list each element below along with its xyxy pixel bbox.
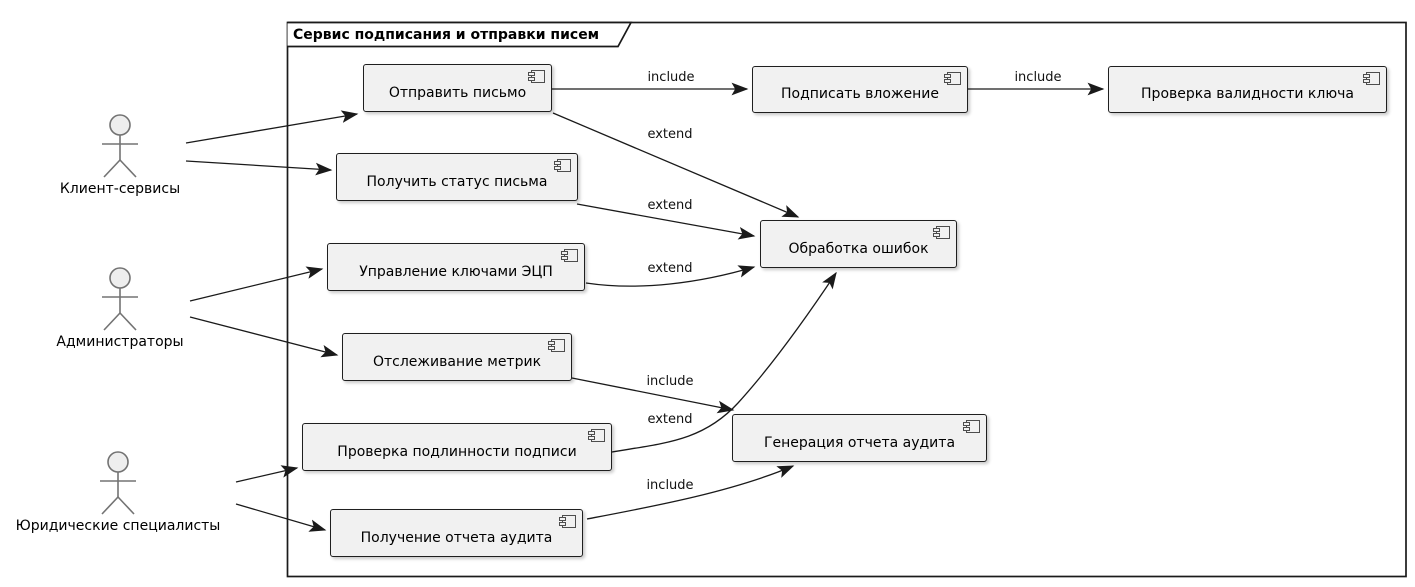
- edge-label-include-2: include: [1014, 70, 1062, 85]
- usecase-get-audit-report: Получение отчета аудита: [330, 509, 583, 557]
- actor-label-administrators: Администраторы: [56, 334, 184, 350]
- usecase-get-letter-status: Получить статус письма: [336, 153, 578, 201]
- actor-administrators-figure: [102, 267, 138, 331]
- usecase-key-management: Управление ключами ЭЦП: [327, 243, 585, 291]
- component-icon: [528, 70, 545, 83]
- edge-label-include-4: include: [646, 478, 694, 493]
- usecase-label: Управление ключами ЭЦП: [359, 263, 553, 280]
- usecase-error-handling: Обработка ошибок: [760, 220, 957, 268]
- component-icon: [554, 159, 571, 172]
- edge-label-extend-2: extend: [647, 198, 693, 213]
- actor-client-services-figure: [102, 114, 138, 178]
- usecase-send-letter: Отправить письмо: [363, 64, 552, 112]
- usecase-label: Обработка ошибок: [788, 240, 929, 257]
- usecase-label: Получение отчета аудита: [360, 529, 553, 546]
- actor-association-arrows: [185, 110, 359, 532]
- usecase-label: Отслеживание метрик: [372, 353, 542, 370]
- component-icon: [561, 249, 578, 262]
- usecase-label: Генерация отчета аудита: [763, 434, 956, 451]
- dependency-arrows: [552, 82, 1105, 520]
- actor-label-client-services: Клиент-сервисы: [59, 181, 181, 197]
- edge-label-extend-1: extend: [647, 127, 693, 142]
- usecase-label: Отправить письмо: [388, 84, 527, 101]
- usecase-key-validity-check: Проверка валидности ключа: [1108, 66, 1387, 113]
- component-icon: [933, 226, 950, 239]
- usecase-signature-authenticity-check: Проверка подлинности подписи: [302, 423, 612, 471]
- usecase-metrics-tracking: Отслеживание метрик: [342, 333, 572, 381]
- component-icon: [963, 420, 980, 433]
- component-icon: [944, 72, 961, 85]
- component-icon: [1363, 72, 1380, 85]
- component-icon: [548, 339, 565, 352]
- edge-label-extend-3: extend: [647, 261, 693, 276]
- edge-label-include-3: include: [646, 374, 694, 389]
- usecase-sign-attachment: Подписать вложение: [752, 66, 968, 113]
- system-boundary-frame: [286, 21, 1407, 578]
- actor-label-legal-specialists: Юридические специалисты: [15, 518, 221, 534]
- edge-label-extend-4: extend: [647, 412, 693, 427]
- usecase-label: Проверка подлинности подписи: [337, 443, 577, 460]
- actor-legal-specialists-figure: [100, 451, 136, 515]
- usecase-generate-audit-report: Генерация отчета аудита: [732, 414, 987, 462]
- usecase-label: Проверка валидности ключа: [1141, 86, 1354, 102]
- usecase-label: Подписать вложение: [780, 86, 939, 102]
- frame-title: Сервис подписания и отправки писем: [293, 27, 600, 43]
- usecase-label: Получить статус письма: [366, 173, 548, 190]
- edge-label-include-1: include: [647, 70, 695, 85]
- component-icon: [559, 515, 576, 528]
- component-icon: [588, 429, 605, 442]
